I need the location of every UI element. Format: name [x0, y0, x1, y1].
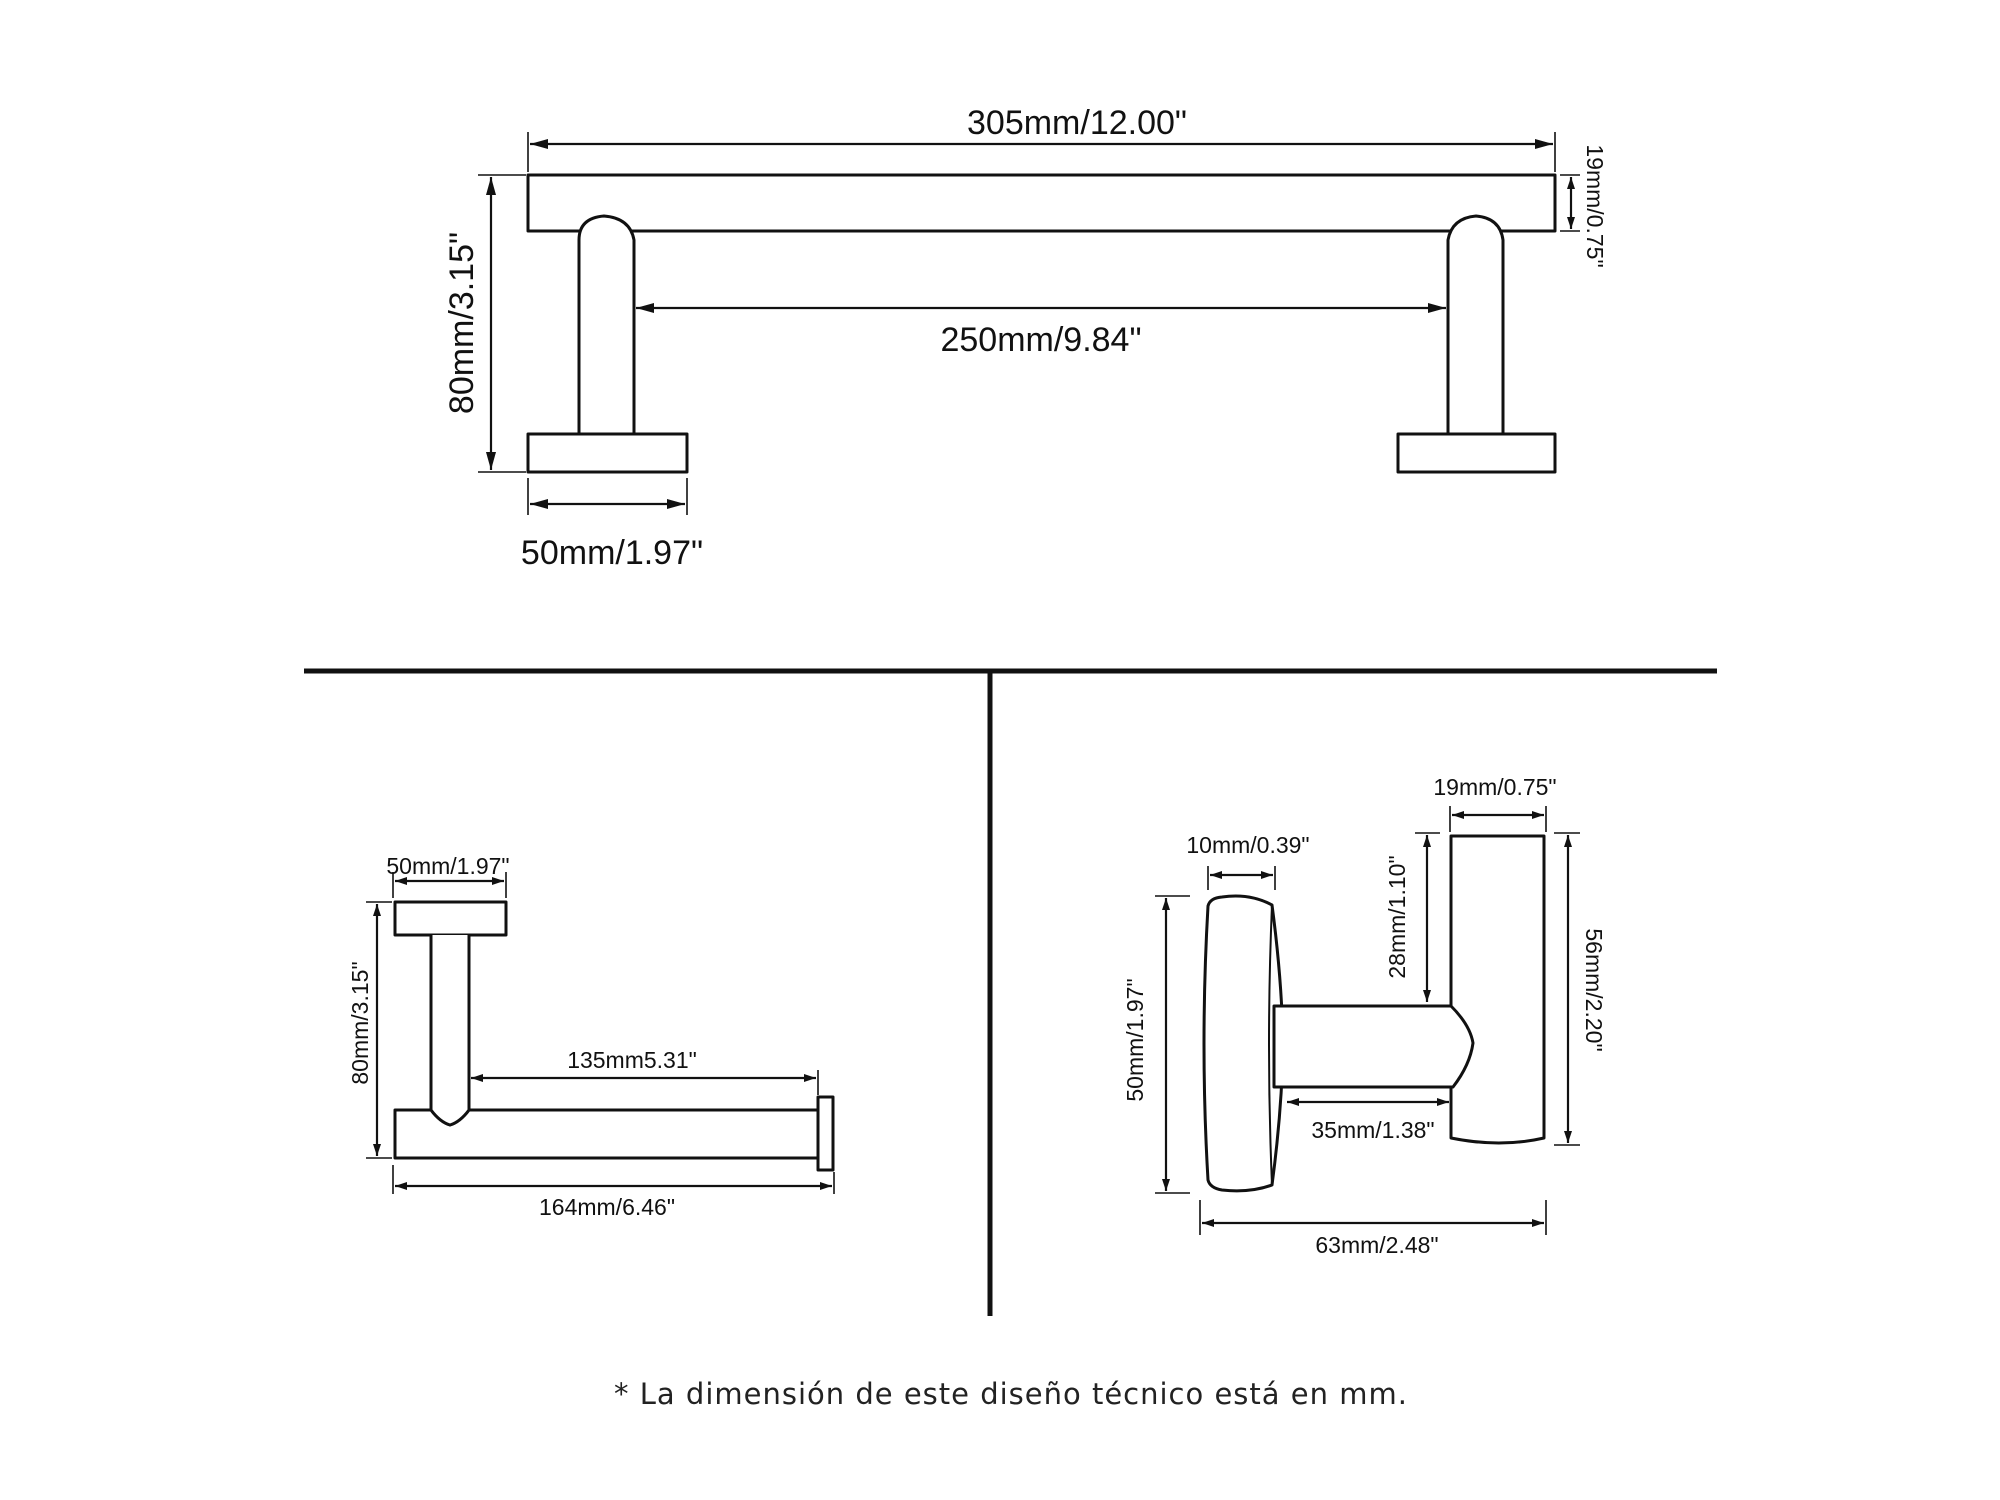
footnote: * La dimensión de este diseño técnico es…: [614, 1377, 1408, 1411]
bar-section: [1449, 834, 1546, 1145]
label-projection: 135mm5.31": [567, 1047, 697, 1073]
label-bar-width: 19mm/0.75": [1433, 774, 1556, 800]
label-bar-thickness: 19mm/0.75": [1582, 144, 1608, 267]
label-overall-length: 164mm/6.46": [539, 1194, 675, 1220]
front-view: 305mm/12.00" 250mm/9.84" 80mm/3.15" 50mm…: [443, 104, 1608, 572]
towel-bar: [526, 173, 1557, 233]
label-overall-depth: 63mm/2.48": [1315, 1232, 1438, 1258]
plate-edge: [1268, 904, 1273, 1186]
label-plate-thickness: 10mm/0.39": [1186, 832, 1309, 858]
end-view: 10mm/0.39" 19mm/0.75" 50mm/1.97" 28mm/1.…: [1122, 774, 1607, 1258]
left-base: [526, 432, 689, 474]
end-cap: [816, 1095, 835, 1172]
label-base-width: 50mm/1.97": [521, 534, 703, 572]
right-post: [1446, 214, 1505, 436]
label-bar-height: 56mm/2.20": [1581, 928, 1607, 1051]
right-base: [1396, 432, 1557, 474]
wall-base: [393, 900, 508, 937]
label-plate-diameter: 50mm/1.97": [1122, 978, 1148, 1101]
label-height: 80mm/3.15": [347, 961, 373, 1084]
post: [429, 935, 471, 1127]
label-arm-length: 35mm/1.38": [1311, 1117, 1434, 1143]
arm: [1272, 1004, 1475, 1089]
label-upper-offset: 28mm/1.10": [1384, 855, 1410, 978]
label-height: 80mm/3.15": [443, 232, 481, 414]
label-base-width: 50mm/1.97": [386, 853, 509, 879]
wall-plate: [1202, 894, 1285, 1193]
side-view: 50mm/1.97" 80mm/3.15" 135mm5.31" 164mm/6…: [347, 853, 835, 1220]
label-inner-span: 250mm/9.84": [940, 321, 1141, 359]
label-overall-length: 305mm/12.00": [967, 104, 1187, 142]
left-post: [577, 214, 636, 436]
